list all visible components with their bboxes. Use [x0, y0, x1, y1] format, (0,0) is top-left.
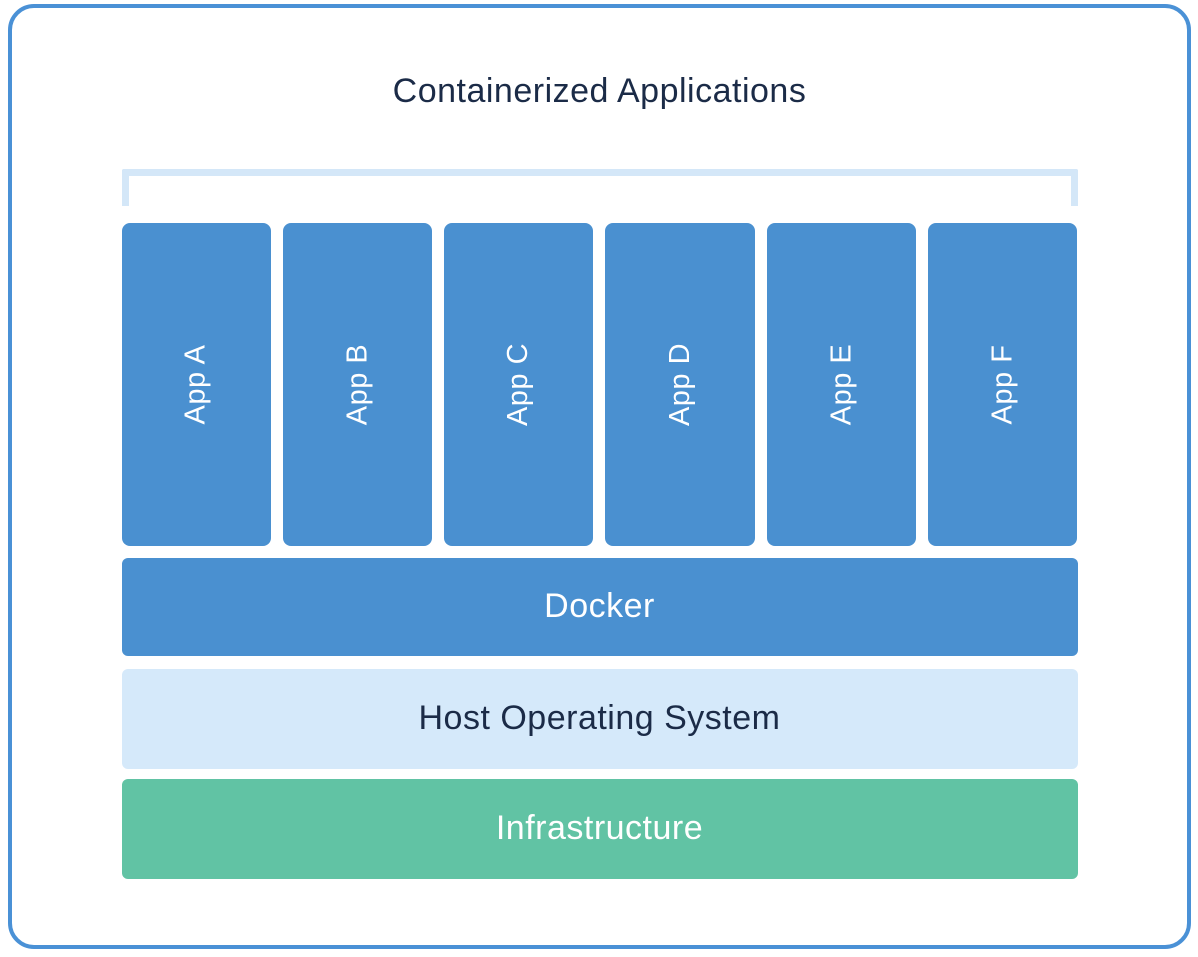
- host-os-layer: Host Operating System: [121, 668, 1078, 769]
- app-label: App B: [340, 343, 373, 425]
- apps-group-bracket: [121, 168, 1078, 206]
- app-label: App F: [986, 344, 1019, 424]
- docker-layer: Docker: [121, 557, 1078, 656]
- app-label: App D: [663, 342, 696, 426]
- app-label: App C: [502, 342, 535, 426]
- app-box-e: App E: [766, 222, 917, 546]
- diagram-content: Containerized Applications App A App B A…: [121, 8, 1078, 879]
- diagram-card: Containerized Applications App A App B A…: [8, 4, 1191, 949]
- app-label: App E: [824, 343, 857, 425]
- app-box-a: App A: [121, 222, 271, 546]
- infrastructure-layer: Infrastructure: [121, 778, 1078, 879]
- app-label: App A: [179, 344, 212, 424]
- apps-row: App A App B App C App D App E App F: [121, 222, 1078, 546]
- app-box-f: App F: [928, 222, 1078, 546]
- diagram-title: Containerized Applications: [392, 72, 807, 110]
- app-box-c: App C: [444, 222, 594, 546]
- app-box-d: App D: [605, 222, 755, 546]
- app-box-b: App B: [282, 222, 433, 546]
